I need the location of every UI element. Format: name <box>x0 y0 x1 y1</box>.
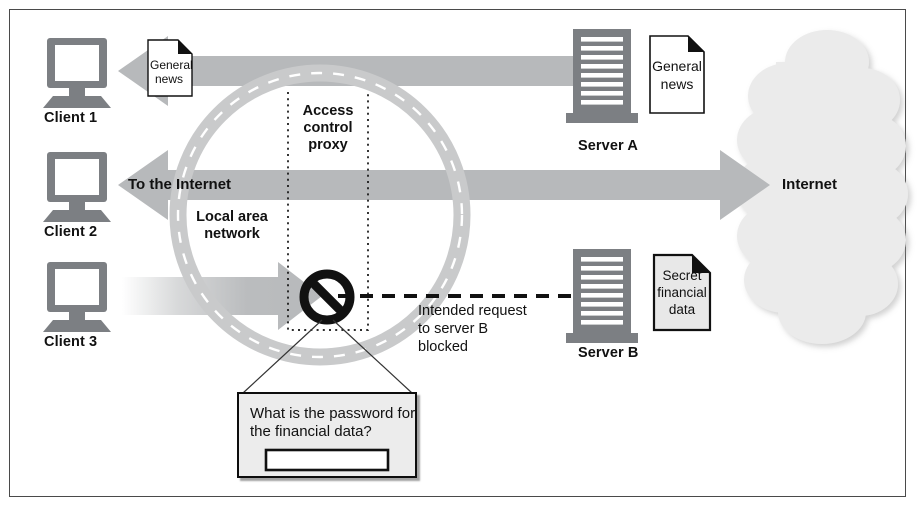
doc-general-news-client-icon <box>147 39 193 97</box>
client-3-label: Client 3 <box>44 334 98 350</box>
proxy-label-line2: control <box>303 120 353 136</box>
client-2-label: Client 2 <box>44 224 98 240</box>
doc-secret-financial-line2: financial <box>657 285 707 300</box>
doc-general-news-client-line2: news <box>154 72 183 86</box>
server-a-icon <box>566 29 638 123</box>
doc-secret-financial-line3: data <box>668 302 696 317</box>
doc-general-news-server-line2: news <box>660 76 694 92</box>
lan-label-line1: Local area <box>196 209 268 225</box>
client-3-icon <box>43 262 111 332</box>
internet-cloud-label: Internet <box>782 176 838 193</box>
doc-secret-financial-line1: Secret <box>662 268 702 283</box>
client-1-label: Client 1 <box>44 110 98 126</box>
dialog-prompt-line1: What is the password for <box>250 405 416 422</box>
proxy-label-line3: proxy <box>308 137 348 153</box>
arrow-servera-to-internet <box>596 150 770 220</box>
arrow-to-the-internet <box>118 150 700 220</box>
blocked-note-line3: blocked <box>418 339 468 355</box>
to-the-internet-label: To the Internet <box>128 176 232 193</box>
dialog-leader-lines <box>242 319 413 394</box>
server-b-label: Server B <box>578 345 639 361</box>
proxy-label-line1: Access <box>302 103 354 119</box>
lan-label-line2: network <box>204 226 260 242</box>
doc-secret-financial-icon <box>652 253 712 332</box>
client-2-icon <box>43 152 111 222</box>
internet-cloud <box>735 30 908 344</box>
doc-general-news-client-line1: General <box>150 58 193 72</box>
local-area-network-ring <box>169 64 471 366</box>
server-a-label: Server A <box>578 138 638 154</box>
blocked-note-line1: Intended request <box>418 303 527 319</box>
proxy-boundary-box <box>287 92 369 331</box>
dialog-prompt-line2: the financial data? <box>250 423 372 440</box>
doc-general-news-server-line1: General <box>652 58 702 74</box>
blocked-note-line2: to server B <box>418 321 489 337</box>
arrow-client3-blocked-request <box>122 262 322 330</box>
password-input-field[interactable] <box>264 448 390 472</box>
server-b-icon <box>566 249 638 343</box>
blocked-prohibition-icon <box>299 269 355 325</box>
client-1-icon <box>43 38 111 108</box>
doc-general-news-server-icon <box>649 35 705 114</box>
